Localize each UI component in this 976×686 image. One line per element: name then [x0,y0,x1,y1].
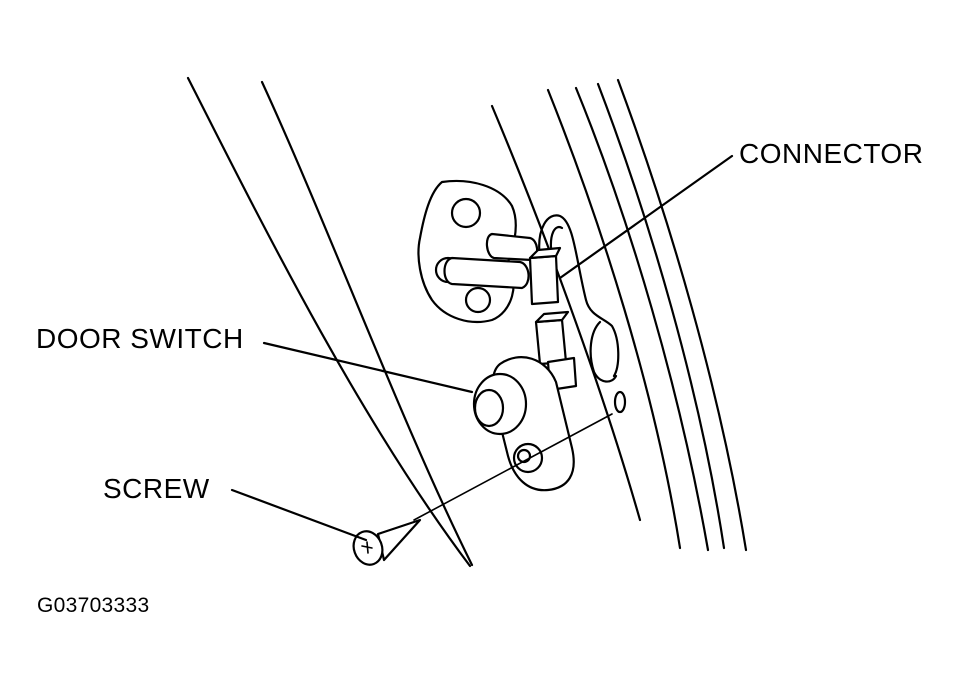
screw-label: SCREW [103,473,210,504]
door-pillar-edges [490,78,748,552]
leader-screw [230,488,368,542]
connector-label: CONNECTOR [739,138,924,169]
connector-body [528,246,578,392]
screw-part [352,518,422,566]
door-switch-label: DOOR SWITCH [36,323,244,354]
leader-connector [558,154,734,280]
mounting-hole [613,390,627,414]
screw-axis-line [413,413,613,521]
leader-lines [230,154,734,542]
striker-plate [417,179,539,324]
door-switch-part [472,356,575,492]
leader-door-switch [262,341,474,394]
figure-code: G03703333 [37,594,150,617]
door-panel-edges [186,76,474,568]
